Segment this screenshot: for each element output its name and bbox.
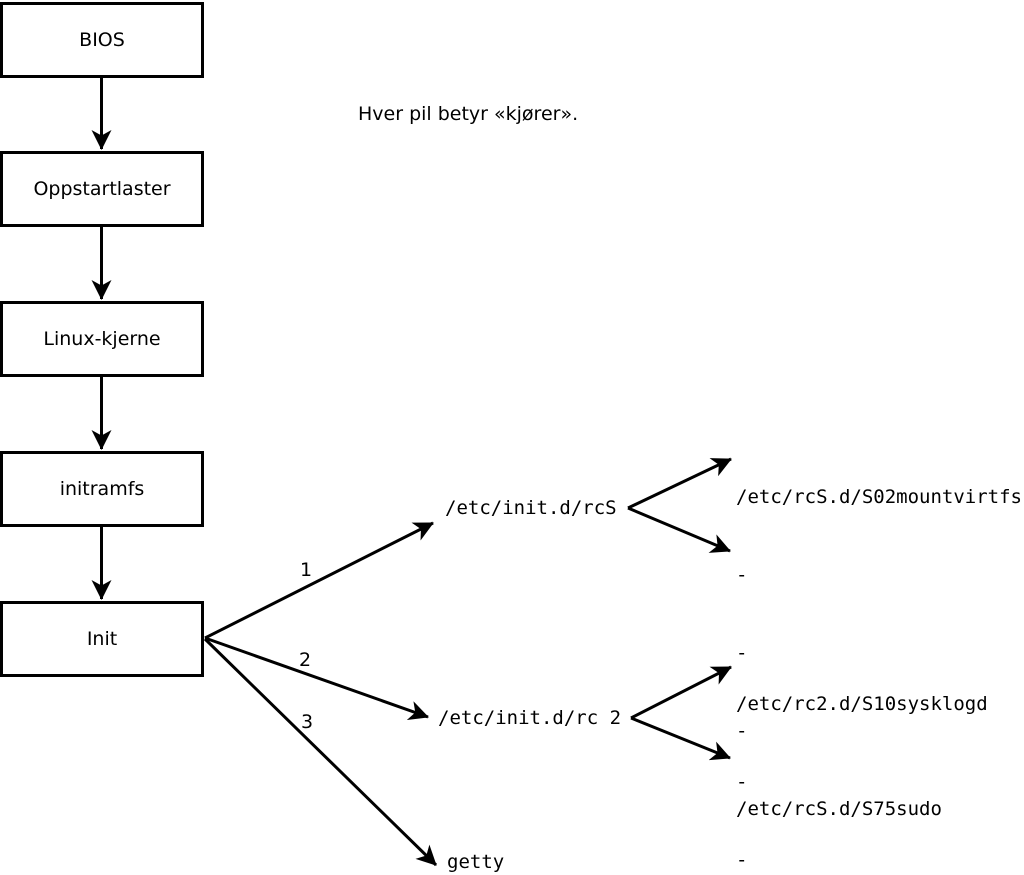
arrow-rc2-to-s99gdm [630, 716, 731, 761]
arrow-rcs-to-s02mountvirtfs [627, 457, 732, 510]
box-oppstartlaster-label: Oppstartlaster [33, 178, 171, 200]
arrow-rcs-to-s75sudo [627, 506, 731, 553]
arrow-order-label-1: 1 [299, 559, 313, 581]
rcs-script-item: - [736, 642, 748, 664]
box-oppstartlaster: Oppstartlaster [0, 151, 204, 227]
arrow-init-to-getty [203, 637, 438, 867]
box-init: Init [0, 601, 204, 677]
box-linux-kjerne: Linux-kjerne [0, 301, 204, 377]
target-getty-label: getty [447, 851, 505, 873]
target-rc2-label: /etc/init.d/rc 2 [438, 707, 622, 729]
rc2-script-item: - [736, 849, 748, 871]
rcs-scripts-list: /etc/rcS.d/S02mountvirtfs - - - /etc/rcS… [736, 432, 1022, 874]
arrow-order-label-2: 2 [298, 649, 312, 671]
rc2-script-item: /etc/rc2.d/S10sysklogd [736, 693, 988, 715]
target-rcs-label: /etc/init.d/rcS [445, 497, 617, 519]
rc2-scripts-list: /etc/rc2.d/S10sysklogd - - - /etc/rc2.d/… [736, 639, 988, 875]
rcs-script-item: /etc/rcS.d/S02mountvirtfs [736, 486, 1022, 508]
rcs-script-item: /etc/rcS.d/S75sudo [736, 798, 942, 820]
arrow-init-to-rcs [204, 521, 434, 640]
rc2-script-item: - [736, 771, 748, 793]
legend-note: Hver pil betyr «kjører». [358, 103, 579, 125]
box-bios: BIOS [0, 2, 204, 78]
box-initramfs-label: initramfs [59, 478, 145, 500]
rcs-script-item: - [736, 720, 748, 742]
box-bios-label: BIOS [79, 29, 125, 51]
box-linux-kjerne-label: Linux-kjerne [43, 328, 161, 350]
arrow-rc2-to-s10sysklogd [630, 665, 732, 720]
box-initramfs: initramfs [0, 451, 204, 527]
rcs-script-item: - [736, 564, 748, 586]
arrow-order-label-3: 3 [300, 711, 314, 733]
box-init-label: Init [86, 628, 118, 650]
arrow-init-to-rc2 [204, 636, 429, 721]
